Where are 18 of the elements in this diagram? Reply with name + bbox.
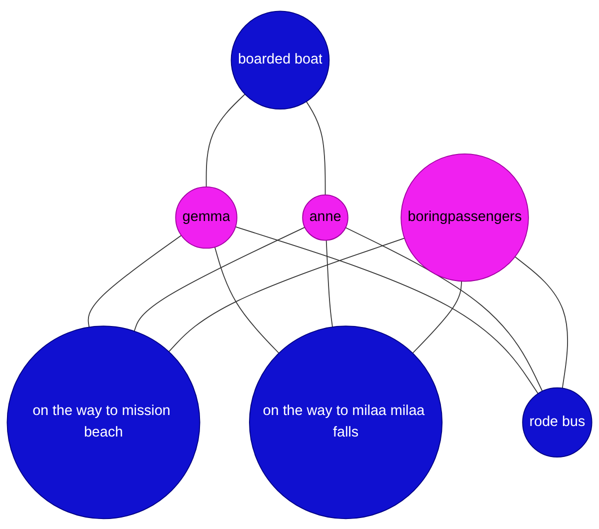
connector: [134, 226, 306, 332]
connector: [235, 226, 538, 394]
connector: [88, 234, 182, 328]
connector: [326, 239, 333, 328]
node-circle: boarded boat: [230, 10, 330, 110]
connector: [206, 93, 246, 187]
node-circle: gemma: [175, 186, 238, 248]
connector: [214, 246, 280, 354]
connector: [306, 100, 326, 195]
connector: [345, 226, 543, 392]
node-circle: rode bus: [522, 386, 592, 458]
node-circle: boringpassengers: [400, 153, 529, 282]
node-circle: on the way to milaa milaa falls: [249, 325, 443, 519]
connector: [168, 237, 405, 352]
node-circle: anne: [302, 194, 348, 240]
connector: [412, 280, 462, 354]
connector: [514, 256, 568, 388]
node-circle: on the way to mission beach: [6, 325, 200, 519]
